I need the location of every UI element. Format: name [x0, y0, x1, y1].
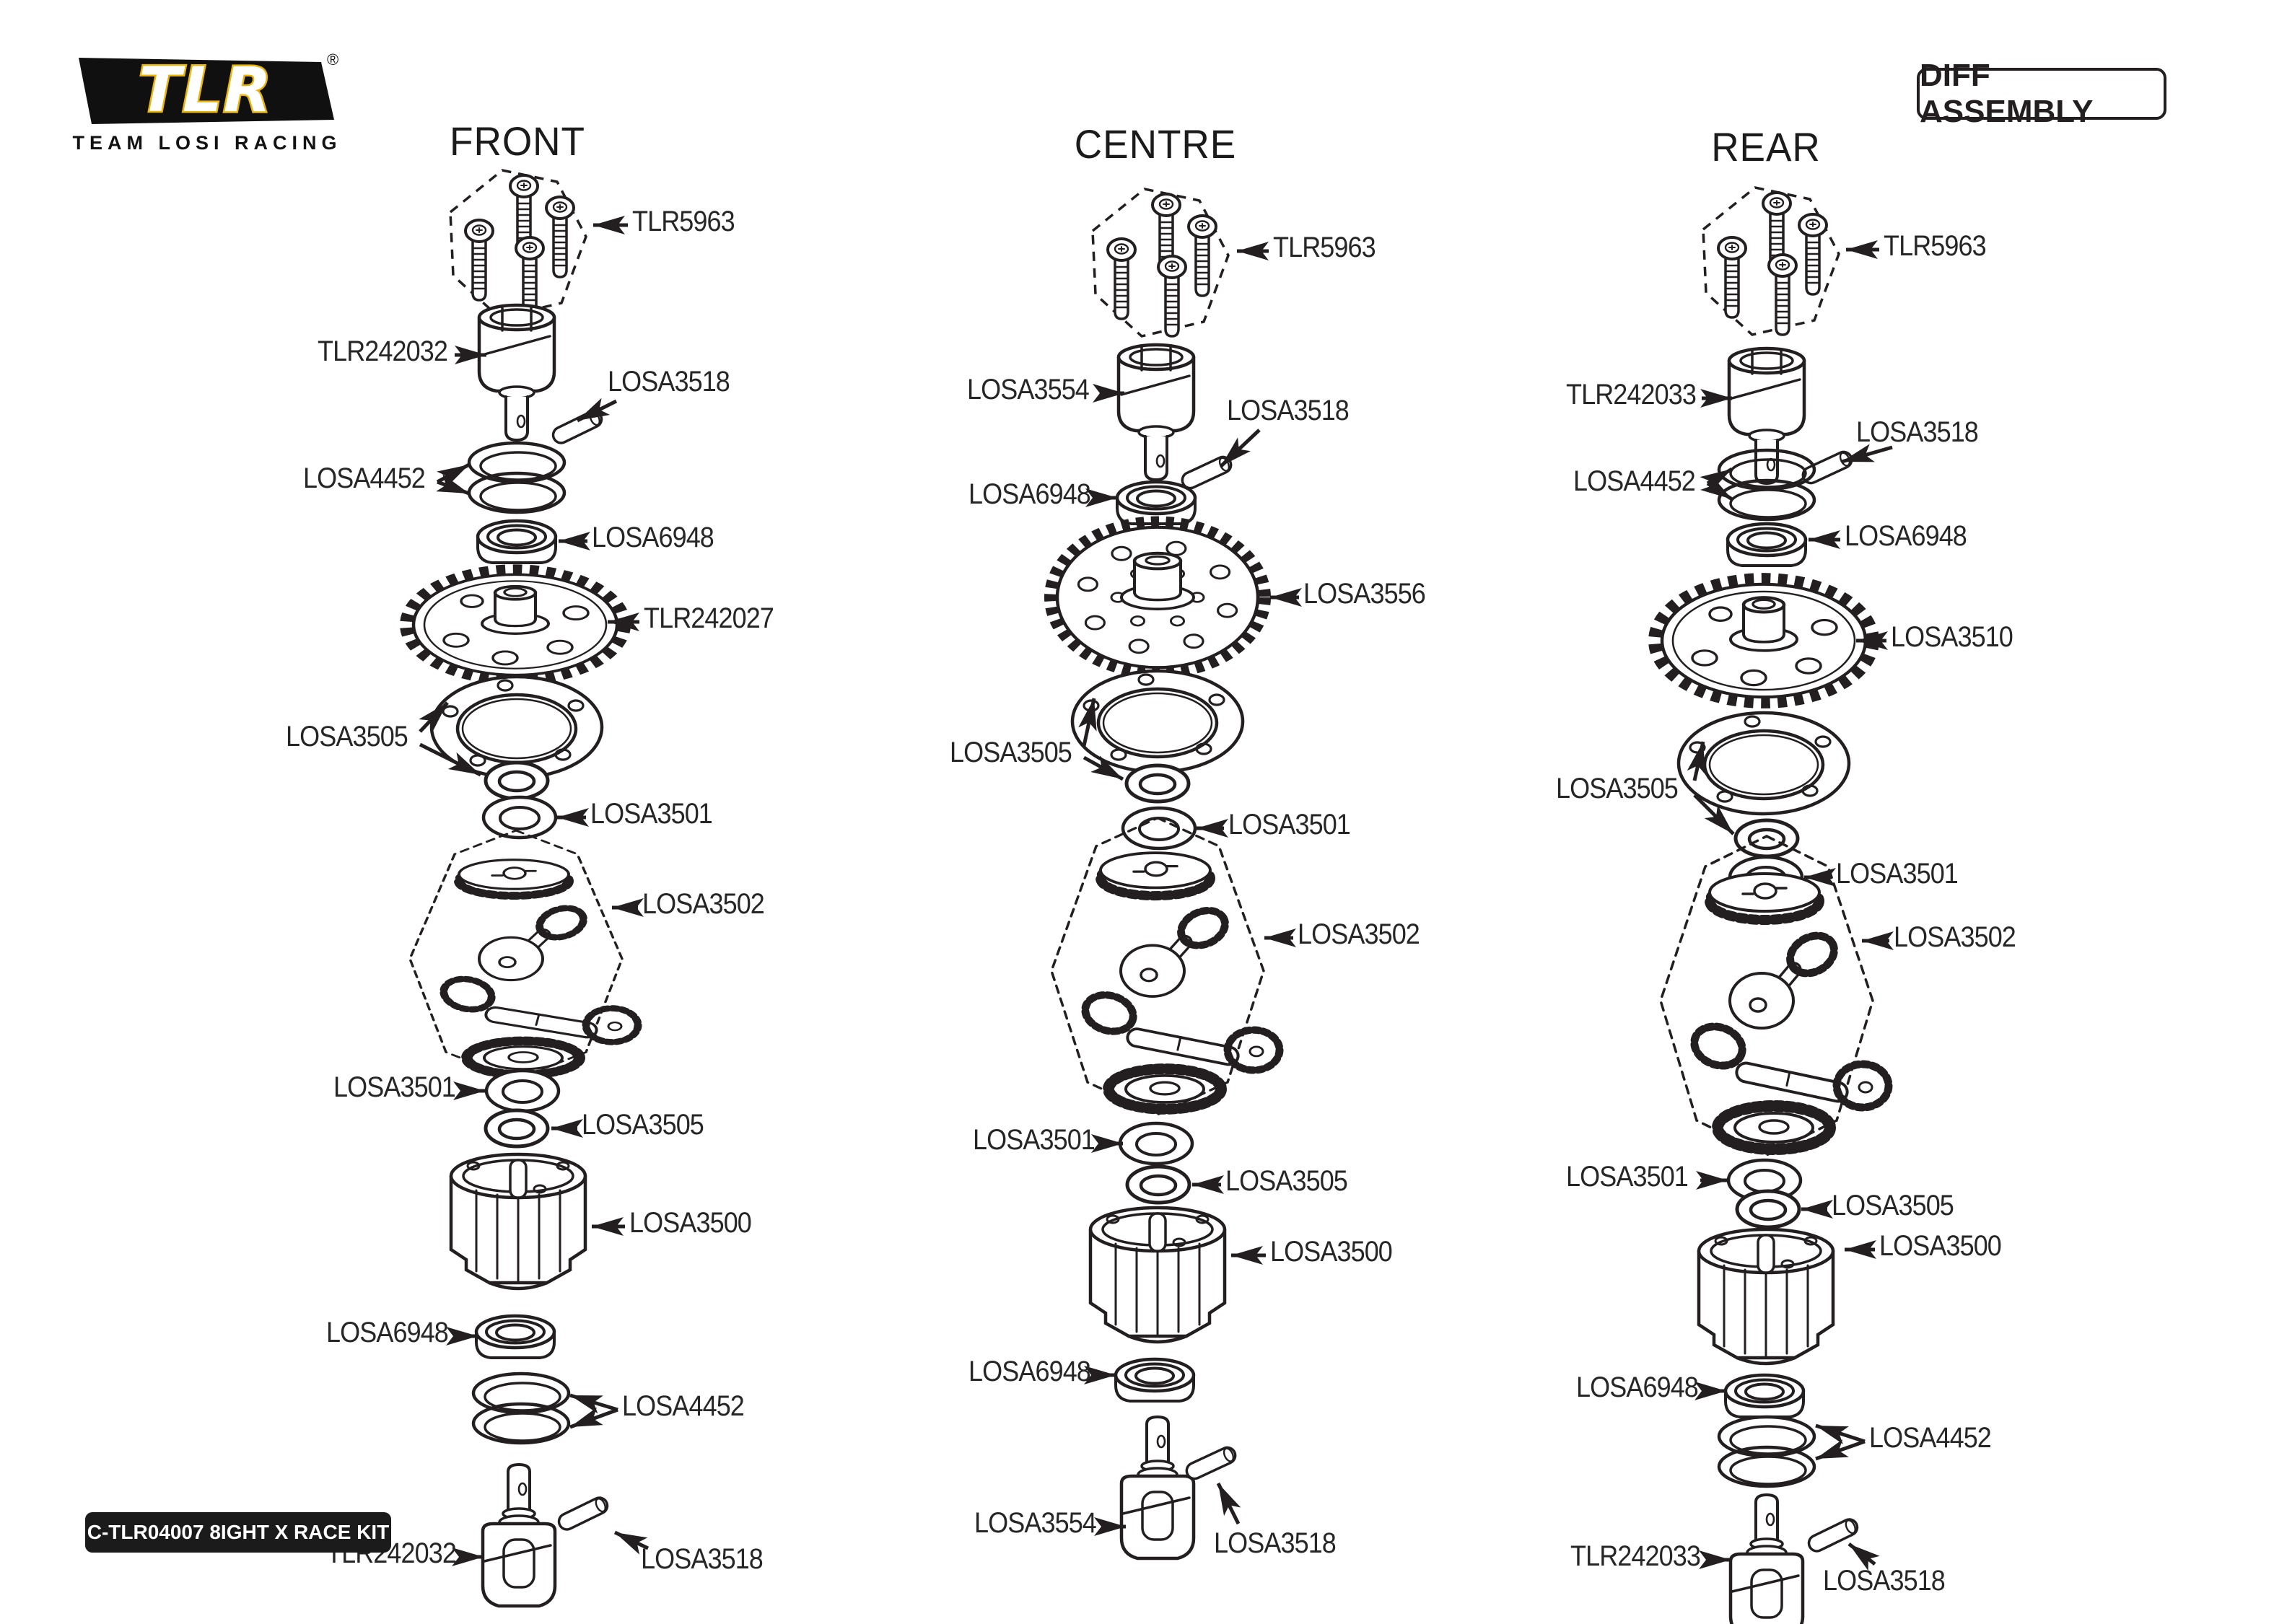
part-label: LOSA3500 — [1270, 1236, 1393, 1268]
part-label: LOSA6948 — [968, 1356, 1091, 1387]
tlr-logo: TLR ® TEAM LOSI RACING — [73, 51, 342, 154]
kit-code-pill: C-TLR04007 8IGHT X RACE KIT — [85, 1512, 391, 1553]
front-ring-gear — [407, 571, 624, 680]
part-label: LOSA3505 — [582, 1109, 704, 1141]
diff-assembly-badge-label: DIFF ASSEMBLY — [1920, 58, 2094, 129]
part-label: LOSA3501 — [333, 1071, 456, 1103]
part-label: LOSA3554 — [974, 1507, 1097, 1539]
part-label: TLR5963 — [632, 206, 735, 237]
part-label: TLR242027 — [644, 602, 774, 634]
front-screw-set — [450, 170, 586, 317]
part-label: LOSA3500 — [629, 1207, 752, 1239]
part-label: LOSA3518 — [608, 366, 730, 398]
part-label: LOSA3502 — [642, 888, 765, 920]
column-title-centre: CENTRE — [1074, 121, 1237, 167]
rear-gasket — [1679, 713, 1849, 814]
tlr-logo-subtext: TEAM LOSI RACING — [73, 132, 342, 154]
part-label: TLR242033 — [1570, 1540, 1701, 1572]
part-label: LOSA3518 — [1823, 1565, 1946, 1597]
rear-screw-set — [1703, 188, 1839, 335]
tlr-logo-text: TLR — [139, 54, 273, 126]
part-label: LOSA6948 — [1576, 1371, 1699, 1403]
part-label: LOSA6948 — [592, 522, 714, 553]
callout-arrows — [419, 216, 1894, 1571]
front-bearing-top — [478, 521, 556, 563]
part-label: LOSA4452 — [303, 462, 426, 494]
part-label: LOSA3501 — [973, 1124, 1096, 1156]
part-label: LOSA3510 — [1891, 621, 2013, 653]
rear-bearing-bottom — [1726, 1375, 1803, 1417]
part-label: LOSA3505 — [1225, 1165, 1348, 1197]
part-label: LOSA3502 — [1298, 918, 1420, 950]
front-shim-small-top — [486, 763, 548, 799]
centre-diff-case — [1090, 1208, 1225, 1342]
part-label: LOSA3556 — [1303, 578, 1426, 610]
part-label: LOSA3505 — [950, 737, 1072, 768]
part-label: LOSA3505 — [1556, 773, 1679, 804]
centre-pin-bottom — [1182, 1444, 1240, 1483]
front-diff-internals — [410, 830, 638, 1079]
front-outdrive-bottom — [483, 1465, 555, 1606]
part-label: LOSA4452 — [1869, 1422, 1992, 1454]
front-pin-top — [549, 407, 605, 447]
front-pin-bottom — [555, 1493, 611, 1534]
part-label: LOSA6948 — [1845, 520, 1967, 552]
part-label: LOSA3518 — [1214, 1527, 1337, 1559]
front-diff-case — [451, 1154, 585, 1289]
front-shim-large-bottom — [486, 1071, 559, 1111]
part-label: LOSA6948 — [326, 1317, 449, 1348]
centre-screw-set — [1093, 189, 1228, 336]
rear-oring-pair-bottom — [1719, 1417, 1814, 1486]
part-label: LOSA3501 — [1228, 809, 1351, 840]
front-outdrive-top — [479, 305, 554, 440]
part-label: LOSA3501 — [590, 798, 713, 830]
part-label: LOSA6948 — [968, 478, 1091, 510]
rear-ring-gear — [1656, 579, 1872, 701]
part-label: LOSA3500 — [1879, 1230, 2002, 1262]
part-label: TLR5963 — [1273, 232, 1376, 263]
centre-diff-internals — [1051, 818, 1280, 1115]
centre-shim-large-bottom — [1120, 1123, 1192, 1164]
centre-gasket — [1072, 671, 1243, 772]
centre-shim-small-bottom — [1127, 1167, 1189, 1203]
front-bearing-bottom — [476, 1316, 554, 1358]
part-label: LOSA3518 — [1227, 395, 1350, 426]
rear-outdrive-bottom — [1731, 1495, 1803, 1624]
rear-shim-small-bottom — [1737, 1191, 1799, 1227]
centre-outdrive-bottom — [1121, 1417, 1194, 1558]
part-label: TLR242032 — [318, 335, 448, 367]
part-label: LOSA3518 — [1856, 416, 1979, 448]
rear-bearing-top — [1728, 524, 1806, 566]
rear-diff-case — [1699, 1229, 1833, 1364]
front-oring-pair-top — [469, 443, 564, 512]
part-label: LOSA3518 — [641, 1543, 764, 1575]
column-title-rear: REAR — [1711, 124, 1821, 170]
part-label: LOSA3554 — [967, 374, 1090, 405]
part-label: LOSA3501 — [1566, 1161, 1689, 1193]
centre-spur-gear — [1051, 522, 1264, 673]
rear-shim-small-top — [1736, 820, 1798, 856]
front-assembly — [407, 170, 638, 1606]
front-oring-pair-bottom — [473, 1374, 569, 1443]
column-title-front: FRONT — [450, 118, 585, 164]
part-label: TLR5963 — [1884, 230, 1987, 262]
part-label: LOSA3505 — [1832, 1190, 1954, 1221]
part-label: TLR242033 — [1566, 379, 1697, 411]
part-label: LOSA3501 — [1836, 858, 1959, 890]
part-label: LOSA3505 — [286, 721, 408, 752]
tlr-logo-shape — [79, 58, 334, 124]
centre-shim-small-top — [1127, 765, 1189, 802]
kit-code-label: C-TLR04007 8IGHT X RACE KIT — [87, 1521, 390, 1543]
centre-outdrive-top — [1119, 345, 1194, 480]
diff-assembly-badge: DIFF ASSEMBLY — [1917, 58, 2166, 129]
part-label: LOSA4452 — [1573, 465, 1696, 497]
centre-bearing-bottom — [1116, 1359, 1194, 1401]
front-shim-small-bottom — [486, 1110, 548, 1146]
part-label: LOSA4452 — [622, 1390, 745, 1422]
registered-mark: ® — [327, 51, 338, 69]
part-label: LOSA3502 — [1894, 921, 2016, 953]
